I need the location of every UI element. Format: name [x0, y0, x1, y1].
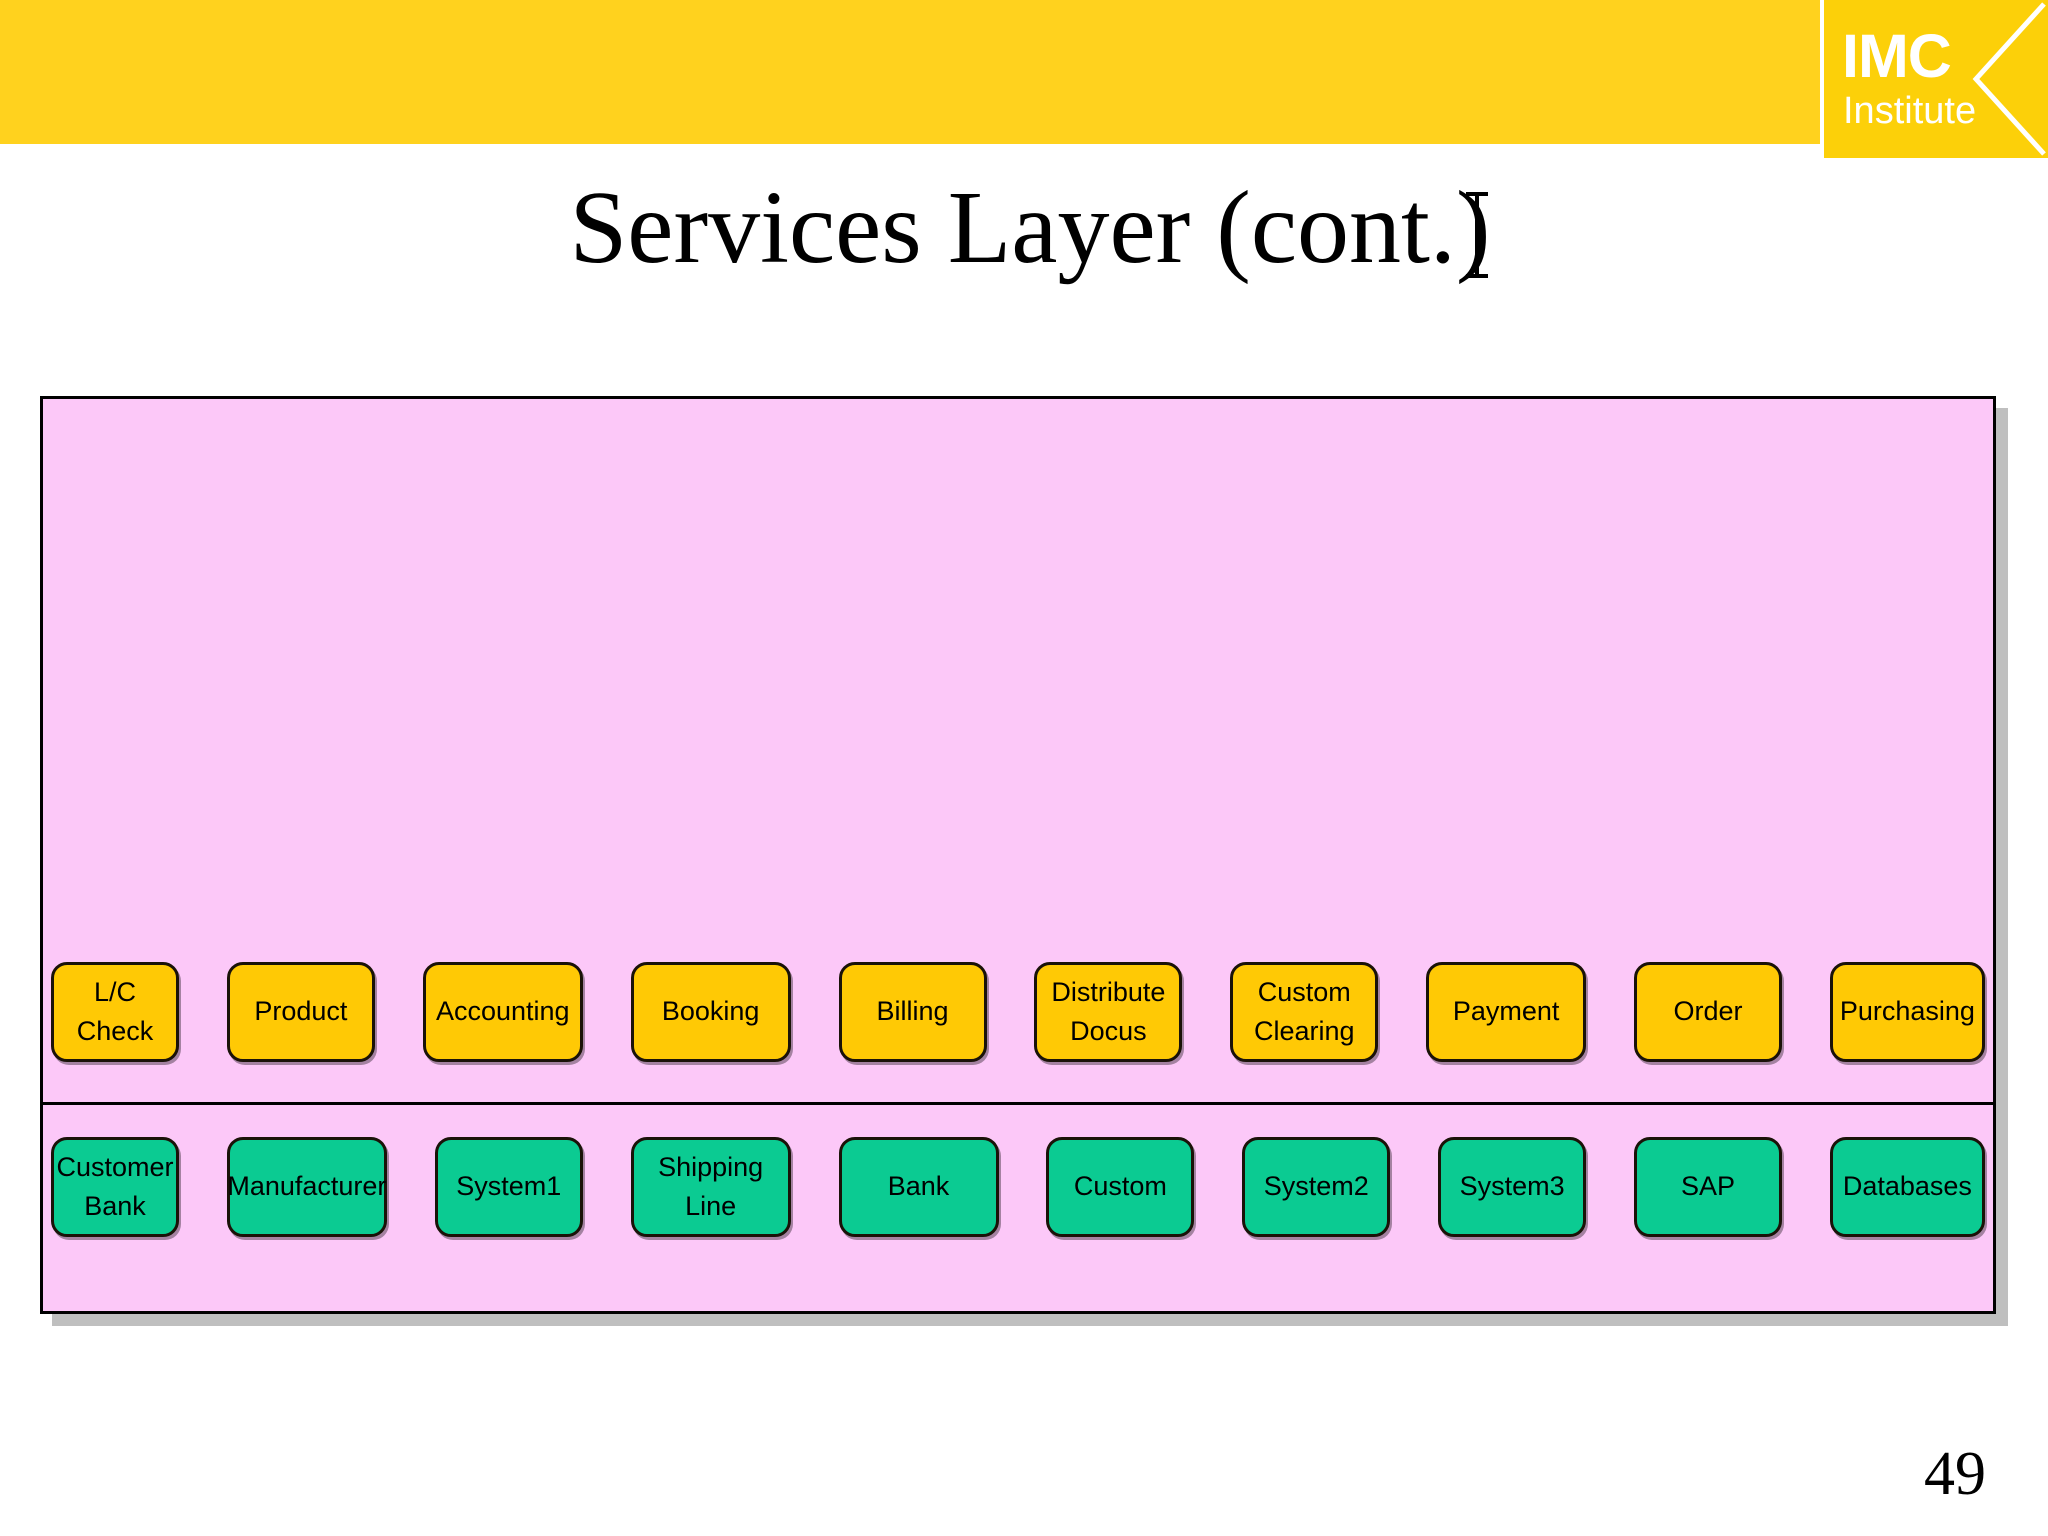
- service-node-l-c-check[interactable]: L/C Check: [51, 962, 179, 1062]
- system-node-databases[interactable]: Databases: [1829, 1137, 1985, 1237]
- node-label: Custom: [1257, 976, 1351, 1007]
- system-node-manufacturer[interactable]: Manufacturer: [226, 1137, 387, 1237]
- node-label: Booking: [661, 996, 760, 1027]
- imc-institute-logo: IMC Institute: [1824, 0, 2048, 158]
- page-title-text: Services Layer (cont.): [569, 170, 1491, 285]
- node-label: Custom: [1073, 1171, 1167, 1202]
- service-node-purchasing[interactable]: Purchasing: [1829, 962, 1985, 1062]
- page-number: 49: [1924, 1440, 1986, 1508]
- system-node-bank[interactable]: Bank: [838, 1137, 999, 1237]
- text-cursor-icon: [1465, 192, 1488, 278]
- logo-text-imc: IMC: [1842, 22, 1952, 90]
- system-node-custom[interactable]: Custom: [1046, 1137, 1195, 1237]
- node-label: SAP: [1680, 1171, 1736, 1202]
- system-node-system2[interactable]: System2: [1242, 1137, 1391, 1237]
- node-label: Shipping: [658, 1151, 764, 1182]
- node-label: System2: [1263, 1171, 1369, 1202]
- system-node-system1[interactable]: System1: [434, 1137, 583, 1237]
- logo-text-institute: Institute: [1843, 90, 1977, 132]
- node-label: Payment: [1452, 996, 1560, 1027]
- system-node-system3[interactable]: System3: [1438, 1137, 1587, 1237]
- page-title: Services Layer (cont.): [0, 168, 2048, 287]
- service-node-accounting[interactable]: Accounting: [422, 962, 583, 1062]
- system-node-sap[interactable]: SAP: [1634, 1137, 1782, 1237]
- node-label: Databases: [1842, 1171, 1972, 1202]
- node-label: Bank: [84, 1191, 146, 1221]
- node-label: Order: [1673, 996, 1743, 1027]
- chevron-icon: [1972, 0, 2046, 158]
- service-node-booking[interactable]: Booking: [630, 962, 791, 1062]
- service-node-order[interactable]: Order: [1634, 962, 1782, 1062]
- node-label: System3: [1459, 1171, 1565, 1202]
- node-label: Clearing: [1253, 1016, 1355, 1046]
- row-divider: [43, 1102, 1993, 1105]
- service-node-payment[interactable]: Payment: [1426, 962, 1587, 1062]
- node-label: System1: [456, 1171, 562, 1202]
- node-label: L/C: [93, 976, 137, 1007]
- node-label: Billing: [876, 996, 949, 1027]
- node-label: Line: [685, 1191, 737, 1221]
- node-label: Purchasing: [1839, 996, 1975, 1027]
- node-label: Bank: [887, 1171, 950, 1202]
- node-label: Docus: [1070, 1016, 1147, 1046]
- node-label: Accounting: [435, 996, 570, 1027]
- node-label: Distribute: [1051, 976, 1166, 1007]
- node-label: Customer: [56, 1151, 174, 1182]
- service-node-product[interactable]: Product: [226, 962, 375, 1062]
- service-node-billing[interactable]: Billing: [838, 962, 987, 1062]
- node-label: Check: [76, 1016, 154, 1046]
- header-band: [0, 0, 1820, 144]
- node-label: Product: [254, 996, 348, 1027]
- node-label: Manufacturer: [227, 1171, 387, 1202]
